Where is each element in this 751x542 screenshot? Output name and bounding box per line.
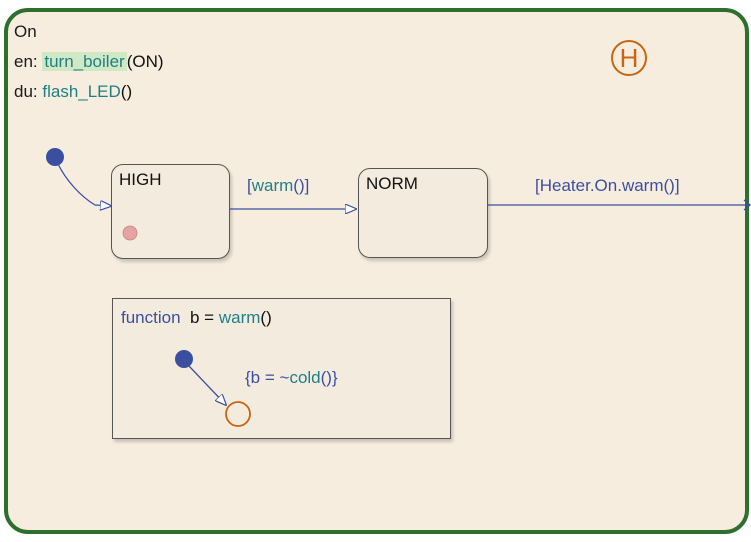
condition-function: warm	[251, 176, 294, 195]
transition-label-heater-warm[interactable]: [Heater.On.warm()]	[535, 176, 680, 196]
state-norm-name: NORM	[366, 174, 418, 193]
entry-args: (ON)	[126, 52, 164, 71]
active-state-indicator	[122, 225, 138, 241]
state-high[interactable]	[111, 164, 230, 259]
function-default-transition-dot[interactable]	[175, 350, 193, 368]
entry-action: en: turn_boiler(ON)	[14, 52, 164, 72]
graphical-function-signature: function b = warm()	[121, 308, 272, 328]
condition-function: Heater.On.warm	[539, 176, 664, 195]
entry-prefix: en:	[14, 52, 43, 71]
action-args: ()	[320, 368, 332, 387]
graphical-function-box[interactable]	[112, 298, 451, 439]
during-prefix: du:	[14, 82, 43, 101]
condition-open: [	[247, 176, 252, 195]
transition-exit-arrowhead	[743, 199, 751, 211]
state-on-name: On	[14, 22, 37, 42]
default-transition-arrow[interactable]	[57, 163, 111, 206]
condition-close: ]	[304, 176, 310, 195]
function-default-transition-arrow[interactable]	[188, 365, 226, 405]
condition-args: ()	[663, 176, 675, 195]
state-high-name: HIGH	[119, 170, 162, 189]
transition-label-b-not-cold[interactable]: {b = ~cold()}	[245, 368, 338, 388]
entry-function[interactable]: turn_boiler	[42, 52, 127, 71]
transition-label-warm[interactable]: [warm()]	[247, 176, 309, 196]
action-open: {b =	[245, 368, 280, 387]
terminal-junction-icon[interactable]	[225, 401, 251, 427]
function-args: ()	[260, 308, 272, 327]
state-on-title: On	[14, 22, 37, 41]
action-negation: ~	[279, 368, 290, 387]
action-function: cold	[289, 368, 321, 387]
function-name[interactable]: warm	[218, 308, 261, 327]
state-norm[interactable]	[358, 168, 488, 258]
condition-close: ]	[674, 176, 680, 195]
function-lhs: b =	[190, 308, 219, 327]
during-action: du: flash_LED()	[14, 82, 132, 102]
condition-open: [	[535, 176, 540, 195]
action-close: }	[331, 368, 338, 387]
function-keyword: function	[121, 308, 181, 327]
default-transition-dot[interactable]	[46, 148, 64, 166]
state-on[interactable]	[4, 8, 749, 534]
during-args: ()	[120, 82, 133, 101]
condition-args: ()	[293, 176, 305, 195]
history-junction-label: H	[619, 42, 639, 73]
history-junction-icon[interactable]	[611, 40, 647, 76]
during-function[interactable]: flash_LED	[42, 82, 121, 101]
